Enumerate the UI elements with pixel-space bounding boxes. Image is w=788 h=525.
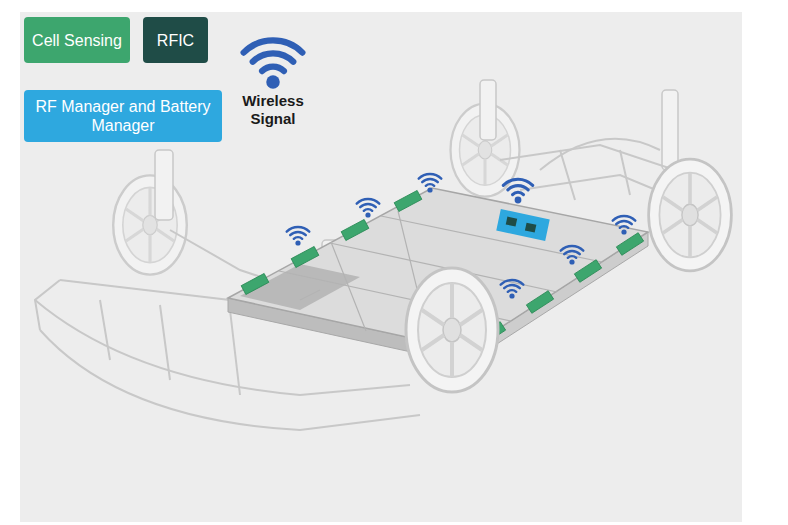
rf-manager-swatch: RF Manager and Battery Manager <box>24 90 222 142</box>
legend-text: Wireless Signal <box>242 92 304 127</box>
wireless-signal-label: Wireless Signal <box>228 92 318 128</box>
rfic-swatch: RFIC <box>143 17 208 63</box>
cell-sensing-swatch: Cell Sensing <box>24 17 130 63</box>
legend-text: RF Manager and Battery Manager <box>24 97 222 135</box>
legend-text: Cell Sensing <box>32 31 122 50</box>
legend-text: RFIC <box>157 31 194 50</box>
